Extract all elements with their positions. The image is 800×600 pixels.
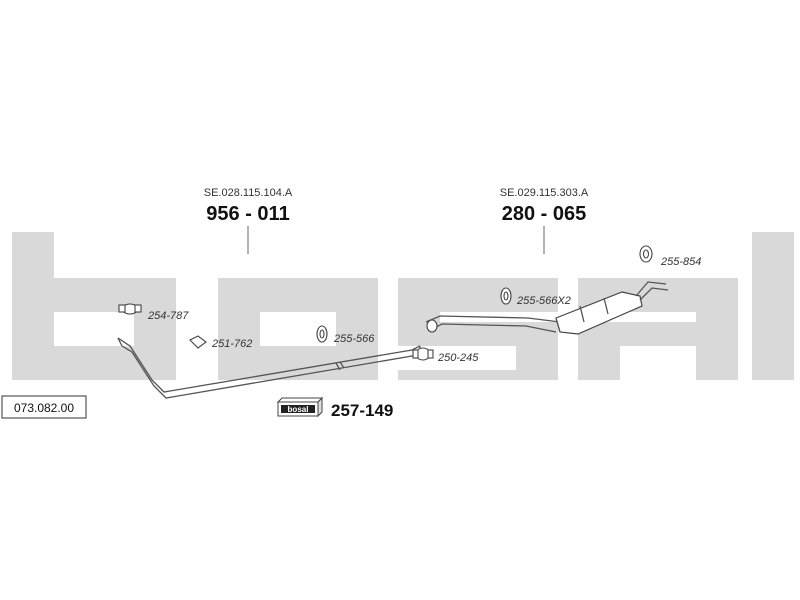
assembly-part-number: 956 - 011 bbox=[206, 203, 289, 225]
part-label: 255-566 bbox=[333, 333, 375, 345]
front-pipe-drawing bbox=[117, 337, 421, 399]
hanger-icon bbox=[639, 245, 653, 263]
rear-muffler-drawing bbox=[425, 281, 669, 335]
assembly-reference: SE.028.115.104.A bbox=[204, 187, 293, 199]
part-254-787: 254-787 bbox=[118, 303, 189, 322]
part-255-566x2: 255-566X2 bbox=[500, 287, 571, 307]
bosal-watermark bbox=[12, 232, 794, 380]
assembly-reference: SE.029.115.303.A bbox=[500, 187, 589, 199]
rubber-ring-icon bbox=[500, 287, 512, 305]
part-label: 254-787 bbox=[147, 310, 189, 322]
kit-label: 257-149 bbox=[331, 401, 393, 420]
part-label: 250-245 bbox=[437, 352, 479, 364]
part-label: 255-566X2 bbox=[516, 295, 571, 307]
part-251-762: 251-762 bbox=[189, 335, 252, 350]
bosal-box-icon: bosal bbox=[276, 396, 324, 418]
part-label: 251-762 bbox=[211, 338, 252, 350]
kit-logo-text: bosal bbox=[288, 405, 309, 414]
part-255-566: 255-566 bbox=[316, 325, 375, 345]
mounting-kit: bosal 257-149 bbox=[276, 396, 393, 420]
rubber-ring-icon bbox=[316, 325, 328, 343]
assembly-part-number: 280 - 065 bbox=[502, 203, 587, 225]
part-255-854: 255-854 bbox=[639, 245, 701, 268]
gasket-icon bbox=[189, 335, 207, 349]
part-label: 255-854 bbox=[660, 256, 701, 268]
catalog-number: 073.082.00 bbox=[14, 401, 74, 415]
assembly-rear-muffler: SE.029.115.303.A 280 - 065 bbox=[500, 187, 589, 254]
clamp-icon bbox=[118, 303, 142, 315]
clamp-icon bbox=[412, 347, 434, 361]
catalog-number-box: 073.082.00 bbox=[1, 395, 87, 419]
assembly-front-pipe: SE.028.115.104.A 956 - 011 bbox=[204, 187, 293, 254]
part-250-245: 250-245 bbox=[412, 347, 479, 364]
